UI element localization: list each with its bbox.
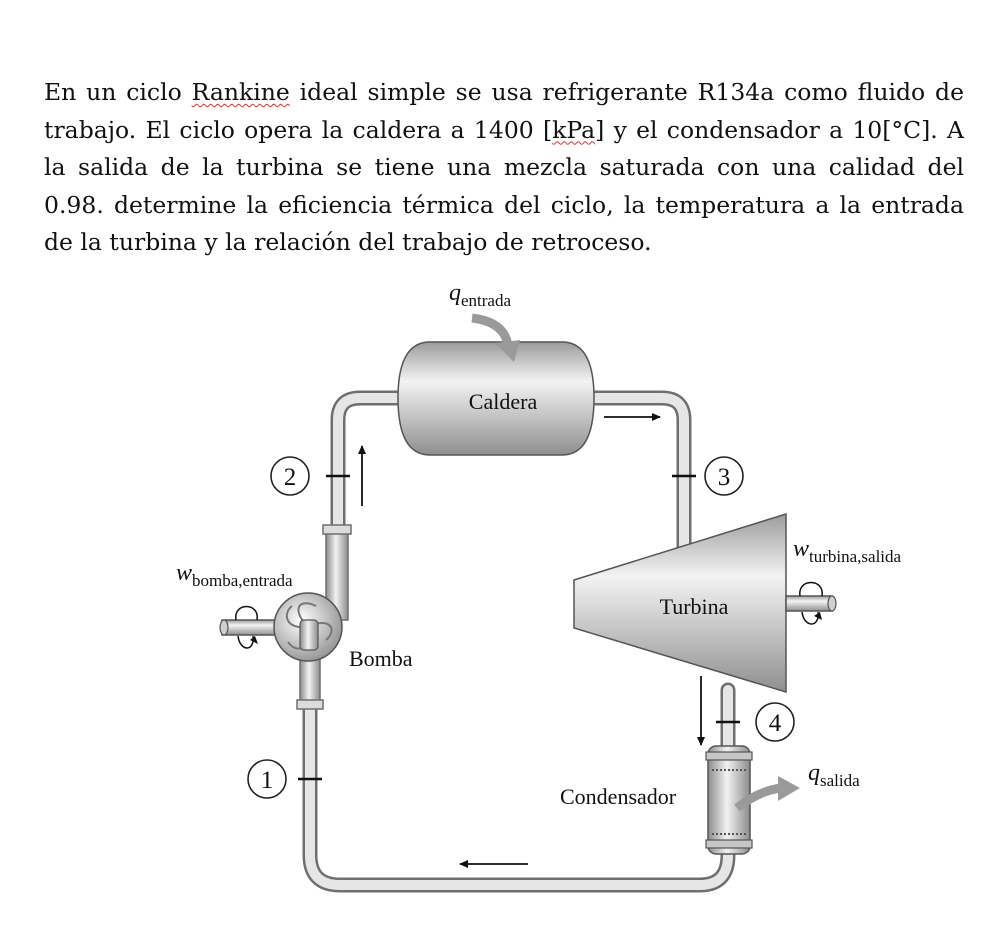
boiler-label: Caldera [469,389,538,414]
w-turbine-label: wturbina,salida [793,536,902,566]
state-marker-3: 3 [704,456,744,496]
problem-statement: En un ciclo Rankine ideal simple se usa … [44,74,964,262]
condenser: Condensador [560,745,753,855]
spellcheck-term-kpa: kPa [552,115,596,144]
svg-text:4: 4 [769,710,782,737]
rankine-cycle-diagram: Caldera qentrada Turbina wturbina,salida [176,280,902,893]
pipe-loop [302,390,736,893]
problem-text-1: En un ciclo [44,78,192,106]
spellcheck-term-rankine: Rankine [191,78,290,106]
heat-out-arrow [734,776,800,812]
problem-text-3: ] y el condensador a 10[°C]. A la salida… [44,115,964,257]
turbine-shaft [785,581,837,625]
turbine: Turbina [573,512,787,694]
svg-text:2: 2 [284,464,297,491]
state-marker-2: 2 [270,456,310,496]
pump-label: Bomba [349,646,413,671]
q-in-label: qentrada [449,280,511,310]
turbine-label: Turbina [660,594,729,619]
state-marker-4: 4 [755,702,795,742]
state-ticks [298,474,740,781]
q-out-label: qsalida [808,760,860,790]
condenser-label: Condensador [560,784,677,809]
svg-text:3: 3 [718,464,731,491]
state-marker-1: 1 [247,759,287,799]
pump: Bomba [219,592,413,671]
svg-text:1: 1 [261,767,274,794]
boiler: Caldera [397,341,595,456]
flow-arrows [358,413,705,868]
heat-in-arrow [471,313,520,362]
problem-text-2: ideal simple se usa refrigerante R134a c… [44,78,964,144]
w-pump-label: wbomba,entrada [176,560,293,590]
